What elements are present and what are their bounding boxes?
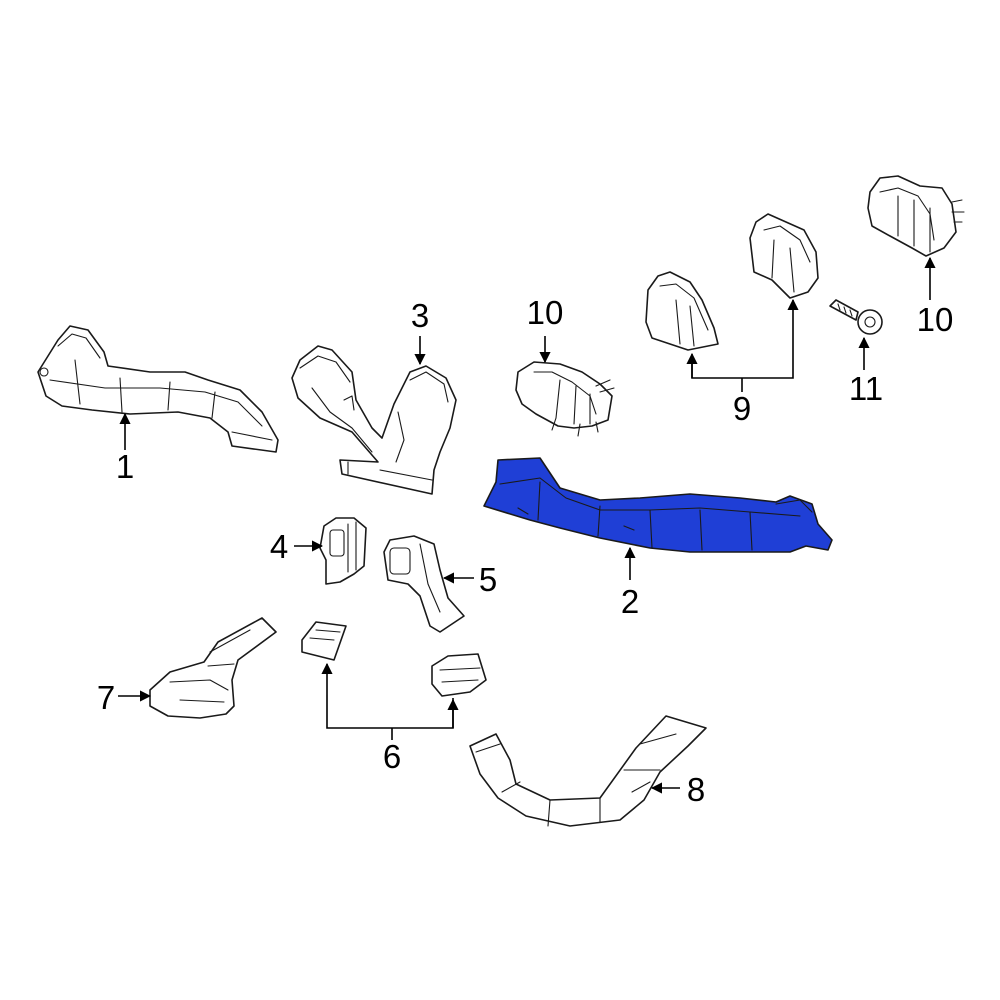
part-1-duct[interactable] bbox=[37, 325, 279, 453]
callout-9: 9 bbox=[733, 390, 751, 427]
callout-6: 6 bbox=[383, 738, 401, 775]
callout-10-left: 10 bbox=[527, 294, 564, 331]
part-11-bolt[interactable] bbox=[829, 299, 883, 335]
part-10-vent-left[interactable] bbox=[515, 361, 615, 437]
part-3-duct[interactable] bbox=[291, 345, 457, 495]
callout-3: 3 bbox=[411, 297, 429, 334]
part-7-duct[interactable] bbox=[149, 617, 277, 719]
callout-5: 5 bbox=[479, 561, 497, 598]
part-4-connector[interactable] bbox=[319, 517, 367, 585]
part-6-clip-left[interactable] bbox=[301, 621, 347, 661]
callout-1: 1 bbox=[116, 448, 134, 485]
callout-labels: 1 2 3 4 5 6 7 8 9 10 10 11 bbox=[97, 294, 954, 808]
part-9-duct-right[interactable] bbox=[749, 213, 819, 299]
callout-4: 4 bbox=[270, 528, 288, 565]
part-10-vent-right[interactable] bbox=[867, 175, 965, 257]
part-8-duct[interactable] bbox=[469, 715, 707, 827]
callout-2: 2 bbox=[621, 583, 639, 620]
leader-lines bbox=[118, 256, 936, 794]
part-6-clip-right[interactable] bbox=[431, 653, 487, 697]
callout-7: 7 bbox=[97, 679, 115, 716]
callout-11: 11 bbox=[849, 370, 883, 407]
part-2-duct-highlighted[interactable] bbox=[483, 457, 833, 553]
callout-8: 8 bbox=[687, 771, 705, 808]
part-5-connector[interactable] bbox=[383, 535, 465, 633]
part-2-shape bbox=[483, 457, 833, 553]
callout-10-right: 10 bbox=[917, 301, 954, 338]
part-9-duct-left[interactable] bbox=[645, 271, 719, 351]
